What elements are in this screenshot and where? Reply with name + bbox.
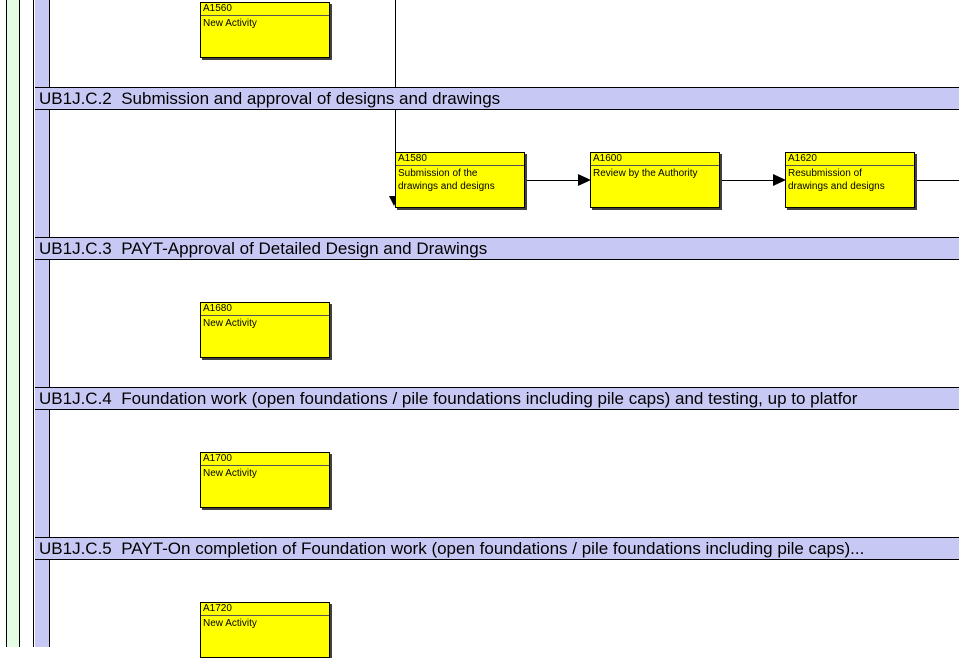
activity-name: Review by the Authority [593,168,698,179]
wbs-title: PAYT-Approval of Detailed Design and Dra… [121,239,488,258]
activity-id: A1600 [591,153,719,166]
outline-gutter-outer [0,0,7,647]
wbs-code: UB1J.C.5 [39,539,112,558]
wbs-code: UB1J.C.3 [39,239,112,258]
wbs-title: PAYT-On completion of Foundation work (o… [121,539,865,558]
activity-box[interactable]: A1560 New Activity [200,2,330,58]
activity-id: A1560 [201,3,329,16]
activity-name: Resubmission of drawings and designs [788,168,885,192]
activity-box[interactable]: A1700 New Activity [200,452,330,508]
wbs-title: Foundation work (open foundations / pile… [121,389,858,408]
wbs-title: Submission and approval of designs and d… [121,89,501,108]
outline-gutter-inner [21,0,34,647]
activity-box[interactable]: A1620 Resubmission of drawings and desig… [785,152,915,208]
activity-id: A1680 [201,303,329,316]
arrow-head-icon [773,174,786,186]
outline-gutter-wbs [35,0,50,647]
activity-id: A1580 [396,153,524,166]
activity-name: Submission of the drawings and designs [398,168,495,192]
activity-name: New Activity [203,318,257,329]
relationship-line [915,180,959,181]
activity-name: New Activity [203,468,257,479]
activity-box[interactable]: A1580 Submission of the drawings and des… [395,152,525,208]
wbs-band-header[interactable]: UB1J.C.3 PAYT-Approval of Detailed Desig… [35,237,959,260]
wbs-code: UB1J.C.2 [39,89,112,108]
wbs-band-header[interactable]: UB1J.C.2 Submission and approval of desi… [35,87,959,110]
arrow-head-icon [578,174,591,186]
activity-id: A1620 [786,153,914,166]
activity-box[interactable]: A1680 New Activity [200,302,330,358]
activity-id: A1720 [201,603,329,616]
activity-name: New Activity [203,618,257,629]
relationship-line [525,180,580,181]
wbs-band-header[interactable]: UB1J.C.5 PAYT-On completion of Foundatio… [35,537,959,560]
wbs-code: UB1J.C.4 [39,389,112,408]
wbs-band-header[interactable]: UB1J.C.4 Foundation work (open foundatio… [35,387,959,410]
relationship-line [395,0,396,88]
outline-gutter-green [7,0,20,647]
relationship-line [720,180,775,181]
arrow-down-icon [389,196,399,206]
activity-box[interactable]: A1720 New Activity [200,602,330,658]
activity-name: New Activity [203,18,257,29]
activity-box[interactable]: A1600 Review by the Authority [590,152,720,208]
activity-id: A1700 [201,453,329,466]
